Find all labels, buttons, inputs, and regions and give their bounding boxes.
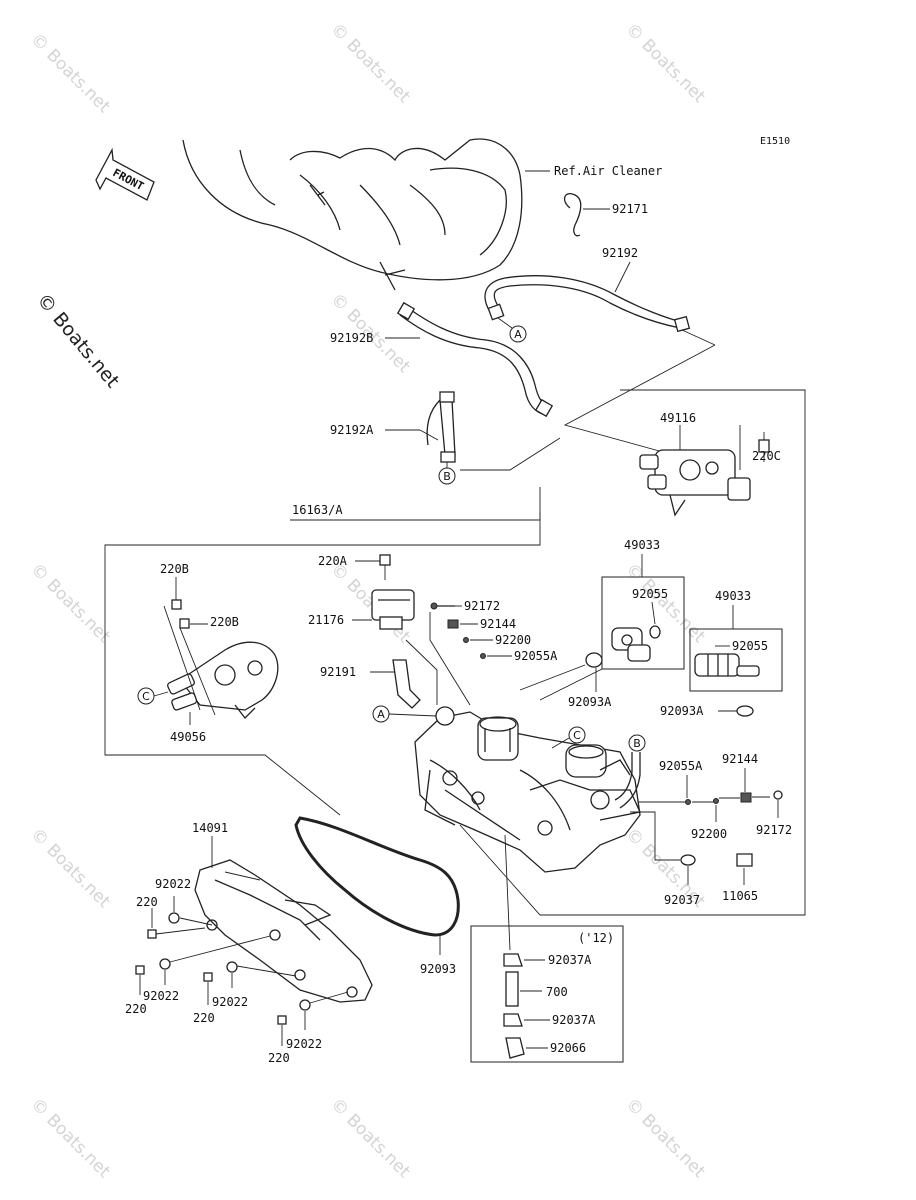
watermark-11: © Boats.net: [326, 1094, 414, 1182]
watermark-12: © Boats.net: [621, 1094, 709, 1182]
marker-c-main: C: [573, 729, 581, 742]
part-220-3: 220: [193, 1011, 215, 1025]
part-49116: 49116: [660, 411, 696, 425]
part-49033-1: 49033: [624, 538, 660, 552]
part-92055a-a: 92055A: [514, 649, 558, 663]
throttle-body-assembly: [414, 706, 641, 873]
watermark-5: © Boats.net: [26, 559, 114, 647]
part-92055-1: 92055: [632, 587, 668, 601]
part-220a: 220A: [318, 554, 348, 568]
part-92055-2: 92055: [732, 639, 768, 653]
part-220c: 220C: [752, 449, 781, 463]
year-box: [470, 925, 624, 1063]
part-92037: 92037: [664, 893, 700, 907]
marker-a-main: A: [377, 708, 385, 721]
part-14091: 14091: [192, 821, 228, 835]
part-700: 700: [546, 985, 568, 999]
year-note: ('12): [578, 931, 614, 945]
marker-c-left: C: [142, 690, 150, 703]
diagram-code: E1510: [760, 136, 790, 147]
part-92037a-1: 92037A: [548, 953, 592, 967]
part-92055a-b: 92055A: [659, 759, 703, 773]
part-220-1: 220: [136, 895, 158, 909]
part-92192b: 92192B: [330, 331, 373, 345]
marker-b-main: B: [633, 737, 641, 750]
part-92144-b: 92144: [722, 752, 758, 766]
watermark-8: © Boats.net: [26, 824, 114, 912]
cover-14091: [194, 859, 373, 1003]
part-92191: 92191: [320, 665, 356, 679]
part-92022-4: 92022: [286, 1037, 322, 1051]
part-92093a-1: 92093A: [568, 695, 612, 709]
part-92022-1: 92022: [155, 877, 191, 891]
bracket-49056: [167, 641, 279, 719]
sensor-21176: [371, 589, 415, 630]
part-92022-3: 92022: [212, 995, 248, 1009]
air-cleaner-housing: [182, 138, 523, 291]
part-92144-a: 92144: [480, 617, 516, 631]
watermark-10: © Boats.net: [26, 1094, 114, 1182]
part-220b-1: 220B: [160, 562, 189, 576]
part-220-2: 220: [125, 1002, 147, 1016]
injector-2: [694, 653, 760, 677]
part-92192: 92192: [602, 246, 638, 260]
watermark-2: © Boats.net: [326, 19, 414, 107]
part-92172-a: 92172: [464, 599, 500, 613]
part-92200-b: 92200: [691, 827, 727, 841]
ref-air-cleaner: Ref.Air Cleaner: [554, 164, 662, 178]
side-watermark: © Boats.net: [32, 289, 123, 392]
injector-1: [611, 627, 651, 662]
watermark-1: © Boats.net: [26, 29, 114, 117]
air-valve-49116: [639, 449, 751, 517]
part-92093: 92093: [420, 962, 456, 976]
part-92172-b: 92172: [756, 823, 792, 837]
part-21176: 21176: [308, 613, 344, 627]
marker-b-top: B: [443, 470, 451, 483]
part-220b-2: 220B: [210, 615, 239, 629]
part-92022-2: 92022: [143, 989, 179, 1003]
part-11065: 11065: [722, 889, 758, 903]
part-49033-2: 49033: [715, 589, 751, 603]
part-92037a-2: 92037A: [552, 1013, 596, 1027]
part-220-4: 220: [268, 1051, 290, 1065]
marker-a-top: A: [514, 328, 522, 341]
part-16163a: 16163/A: [292, 503, 343, 517]
part-92171: 92171: [612, 202, 648, 216]
front-arrow: FRONT: [95, 147, 155, 201]
part-92192a: 92192A: [330, 423, 374, 437]
part-92200-a: 92200: [495, 633, 531, 647]
part-49056: 49056: [170, 730, 206, 744]
watermark-3: © Boats.net: [621, 19, 709, 107]
part-92066: 92066: [550, 1041, 586, 1055]
part-92093a-2: 92093A: [660, 704, 704, 718]
